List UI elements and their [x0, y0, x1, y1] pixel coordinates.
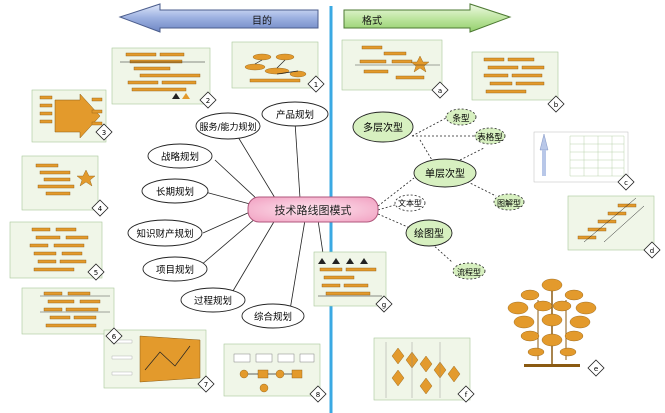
svg-text:b: b	[554, 101, 559, 109]
badge-f: f	[457, 385, 475, 403]
format-arrow: 格式	[343, 3, 512, 33]
svg-text:流程型: 流程型	[457, 267, 481, 277]
svg-text:5: 5	[94, 269, 98, 277]
format-node-bar: 条型	[445, 108, 477, 126]
format-node-text: 文本型	[394, 194, 426, 212]
svg-text:图解型: 图解型	[497, 198, 521, 208]
format-node-table: 表格型	[474, 127, 506, 145]
svg-text:项目规划: 项目规划	[156, 264, 194, 276]
badge-2: 2	[199, 91, 217, 109]
thumbnail-g	[313, 251, 387, 307]
format-node-drawing: 绘图型	[405, 219, 453, 247]
thumbnail-d	[567, 195, 655, 251]
purpose-node-product: 产品规划	[261, 101, 329, 127]
center-node: 技术路线图模式	[247, 196, 379, 223]
thumbnail-2	[111, 47, 211, 105]
svg-text:综合规划: 综合规划	[254, 311, 292, 323]
format-node-graphic: 图解型	[493, 193, 525, 211]
svg-text:战略规划: 战略规划	[161, 151, 199, 163]
svg-text:条型: 条型	[452, 113, 470, 124]
svg-text:知识财产规划: 知识财产规划	[136, 228, 193, 240]
badge-5: 5	[87, 263, 105, 281]
svg-text:e: e	[594, 365, 598, 373]
svg-text:4: 4	[98, 205, 103, 213]
format-arrow-label: 格式	[362, 14, 382, 27]
svg-text:文本型: 文本型	[398, 198, 422, 208]
thumbnail-f	[373, 337, 471, 401]
badge-3: 3	[95, 123, 113, 141]
svg-text:2: 2	[206, 97, 210, 105]
purpose-node-integrated: 综合规划	[241, 303, 305, 329]
badge-8: 8	[309, 385, 327, 403]
badge-e: e	[587, 359, 605, 377]
badge-a: a	[431, 81, 449, 99]
svg-text:单层次型: 单层次型	[425, 167, 465, 180]
thumbnail-3	[31, 89, 107, 143]
svg-text:6: 6	[112, 333, 117, 341]
format-node-flow: 流程型	[452, 262, 486, 280]
badge-7: 7	[197, 375, 215, 393]
thumbnail-1	[231, 41, 319, 89]
badge-c: c	[617, 173, 635, 191]
svg-text:表格型: 表格型	[477, 132, 503, 143]
thumbnail-a	[341, 39, 443, 91]
svg-text:f: f	[465, 391, 468, 399]
thumbnail-b	[471, 51, 559, 101]
center-label: 技术路线图模式	[275, 203, 352, 217]
badge-6: 6	[105, 327, 123, 345]
thumbnail-5	[9, 221, 103, 279]
purpose-node-strategy: 战略规划	[147, 143, 213, 169]
thumbnail-4	[21, 155, 99, 211]
svg-text:绘图型: 绘图型	[414, 227, 444, 240]
format-node-single-layer: 单层次型	[413, 158, 477, 188]
svg-text:3: 3	[102, 129, 106, 137]
svg-text:服务/能力规划: 服务/能力规划	[199, 121, 256, 133]
badge-1: 1	[307, 75, 325, 93]
badge-d: d	[643, 241, 661, 259]
svg-text:7: 7	[204, 381, 208, 389]
format-node-multilayer: 多层次型	[352, 111, 414, 143]
purpose-node-project: 项目规划	[142, 256, 208, 282]
badge-b: b	[547, 95, 565, 113]
badge-4: 4	[91, 199, 109, 217]
badge-g: g	[375, 295, 393, 313]
svg-text:d: d	[650, 247, 654, 255]
purpose-node-service: 服务/能力规划	[195, 112, 261, 140]
svg-text:产品规划: 产品规划	[276, 109, 314, 121]
thumbnail-8	[223, 343, 321, 397]
purpose-node-longterm: 长期规划	[141, 178, 209, 204]
purpose-arrow-label: 目的	[252, 14, 272, 27]
svg-text:1: 1	[314, 81, 318, 89]
svg-text:c: c	[624, 179, 628, 187]
format-links	[377, 116, 497, 263]
thumbnail-6	[21, 287, 115, 335]
purpose-node-process: 过程规划	[180, 287, 246, 313]
purpose-arrow: 目的	[118, 3, 319, 33]
svg-text:长期规划: 长期规划	[156, 186, 194, 198]
purpose-node-ip: 知识财产规划	[127, 219, 203, 247]
svg-text:过程规划: 过程规划	[194, 295, 232, 307]
thumbnail-e	[507, 278, 597, 367]
thumbnail-7	[103, 329, 207, 389]
svg-text:8: 8	[316, 391, 320, 399]
thumbnail-c	[533, 131, 629, 183]
svg-text:g: g	[382, 301, 386, 309]
svg-text:a: a	[438, 87, 442, 95]
svg-text:多层次型: 多层次型	[363, 121, 403, 134]
